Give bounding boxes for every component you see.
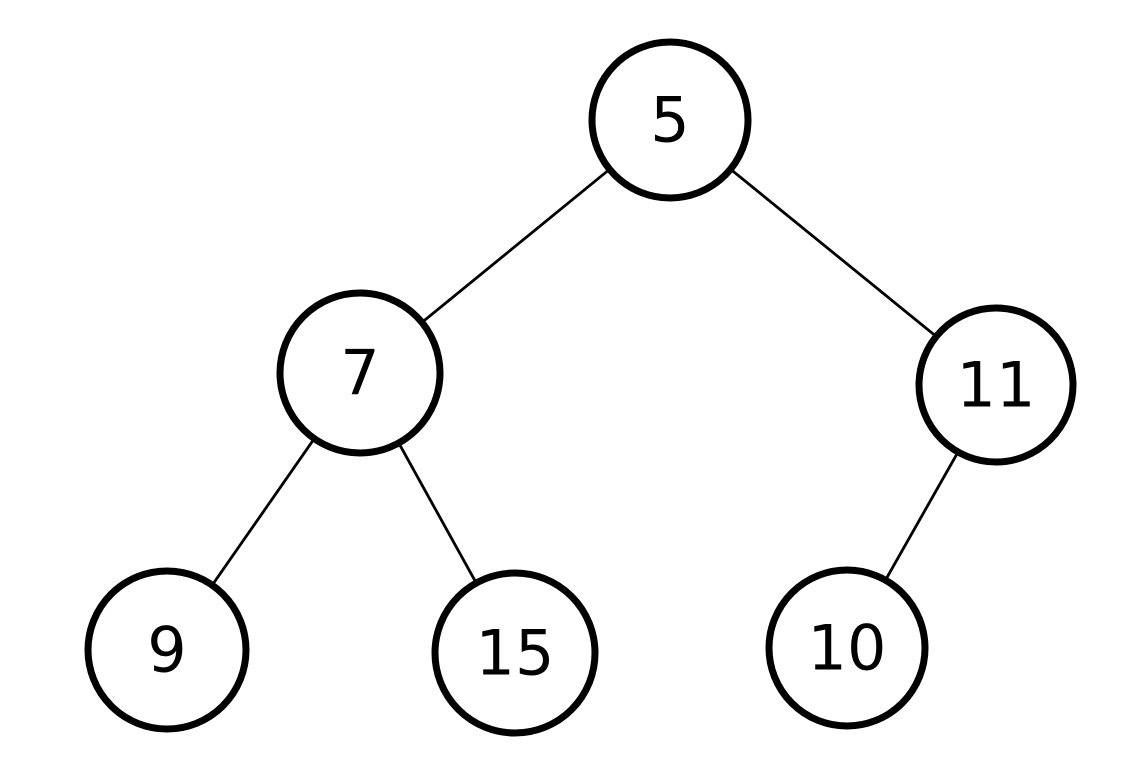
tree-node-circle: [431, 569, 599, 737]
tree-node-5: 5: [588, 38, 752, 202]
tree-node-circle: [276, 289, 444, 457]
tree-node-label: 7: [340, 337, 379, 410]
tree-node-9: 9: [84, 567, 250, 733]
tree-node-11: 11: [915, 304, 1077, 466]
tree-node-label: 11: [957, 349, 1036, 422]
tree-node-circle: [915, 304, 1077, 466]
tree-node-label: 5: [650, 84, 689, 157]
tree-node-label: 9: [147, 614, 186, 687]
tree-node-15: 15: [431, 569, 599, 737]
tree-node-10: 10: [765, 566, 929, 730]
tree-node-7: 7: [276, 289, 444, 457]
tree-node-label: 10: [808, 612, 887, 685]
tree-node-circle: [765, 566, 929, 730]
tree-node-circle: [588, 38, 752, 202]
tree-node-circle: [84, 567, 250, 733]
tree-node-label: 15: [476, 617, 555, 690]
